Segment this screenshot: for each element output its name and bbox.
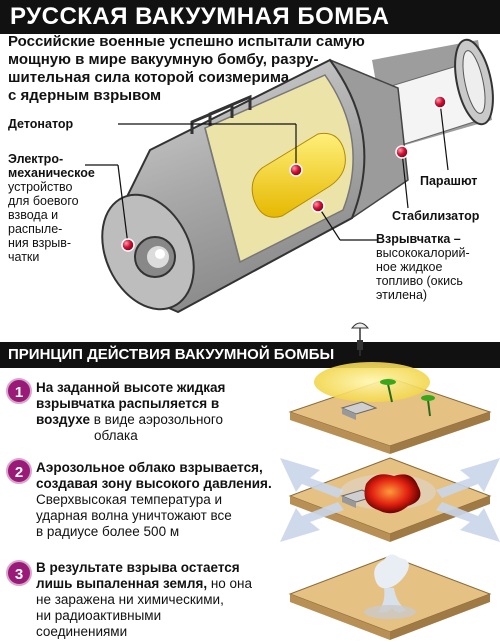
step-2-normal-line: ударная волна уничтожают все (36, 508, 232, 523)
electro-line: распыле- (8, 222, 63, 236)
leader-lines (85, 101, 449, 246)
explosive-label: Взрывчатка – высококалорий- ное жидкое т… (376, 232, 496, 302)
step-1-tail: в виде аэрозольного (90, 412, 224, 427)
stages-illustration (280, 322, 500, 640)
electro-line: механическое (8, 166, 95, 180)
stage-1-scene (288, 322, 492, 454)
step-3-normal-line: не заражена ни химическими, (36, 592, 224, 607)
section-bar (0, 342, 500, 368)
explosive-line: Взрывчатка – (376, 232, 461, 246)
electro-line: устройство (8, 180, 73, 194)
step-3-normal-line: ни радиоактивными (36, 608, 162, 623)
intro-line: Российские военные успешно испытали саму… (8, 33, 365, 50)
step-2-bold-line: создавая зону высокого давления. (36, 476, 272, 491)
detonator-label: Детонатор (8, 117, 74, 131)
electro-line: Электро- (8, 152, 64, 166)
intro-text: Российские военные успешно испытали саму… (8, 33, 408, 105)
step-3-text: В результате взрыва остается лишь выпале… (36, 560, 286, 640)
parachute-marker (433, 95, 447, 109)
step-1-number: 1 (6, 378, 32, 404)
step-3-bold-line: лишь выпаленная земля, (36, 576, 208, 591)
step-2-bold-line: Аэрозольное облако взрывается, (36, 460, 263, 475)
title-bar (0, 0, 500, 34)
explosive-line: ное жидкое (376, 260, 443, 274)
step-2-normal-line: в радиусе более 500 м (36, 524, 180, 539)
electro-line: для боевого (8, 194, 79, 208)
explosive-line: этилена) (376, 288, 428, 302)
explosive-line: топливо (окись (376, 274, 463, 288)
step-2-normal-line: Сверхвысокая температура и (36, 492, 223, 507)
stabilizer-label: Стабилизатор (392, 209, 480, 223)
explosive-line: высококалорий- (376, 246, 470, 260)
electro-line: чатки (8, 250, 40, 264)
step-1-normal-line: облака (94, 428, 138, 443)
intro-line: шительная сила которой соизмерима (8, 69, 290, 86)
step-2-number: 2 (6, 458, 32, 484)
step-2-text: Аэрозольное облако взрывается, создавая … (36, 460, 296, 540)
section-title: ПРИНЦИП ДЕЙСТВИЯ ВАКУУМНОЙ БОМБЫ (8, 346, 335, 363)
bomb-illustration (85, 38, 494, 314)
device-marker (121, 238, 135, 252)
step-1-bold-line: воздухе (36, 412, 90, 427)
intro-line: с ядерным взрывом (8, 87, 162, 104)
intro-line: мощную в мире вакуумную бомбу, разру- (8, 51, 319, 68)
page-title: РУССКАЯ ВАКУУМНАЯ БОМБА (10, 3, 390, 30)
stage-3-scene (288, 554, 492, 640)
parachute-label: Парашют (420, 174, 478, 188)
electro-line: взвода и (8, 208, 59, 222)
detonator-marker (289, 163, 303, 177)
step-1-bold-line: взрывчатка распыляется в (36, 396, 220, 411)
step-1-bold-line: На заданной высоте жидкая (36, 380, 226, 395)
explosive-marker (311, 199, 325, 213)
electro-label: Электро- механическое устройство для бое… (8, 152, 118, 264)
step-3-number: 3 (6, 560, 32, 586)
stabilizer-marker (395, 145, 409, 159)
stage-2-scene (280, 457, 500, 542)
step-3-tail: но она (207, 576, 253, 591)
step-3-normal-line: соединениями (36, 624, 128, 639)
electro-line: ния взрыв- (8, 236, 72, 250)
bomb-body (101, 58, 366, 314)
step-1-text: На заданной высоте жидкая взрывчатка рас… (36, 380, 266, 444)
step-3-bold-line: В результате взрыва остается (36, 560, 240, 575)
